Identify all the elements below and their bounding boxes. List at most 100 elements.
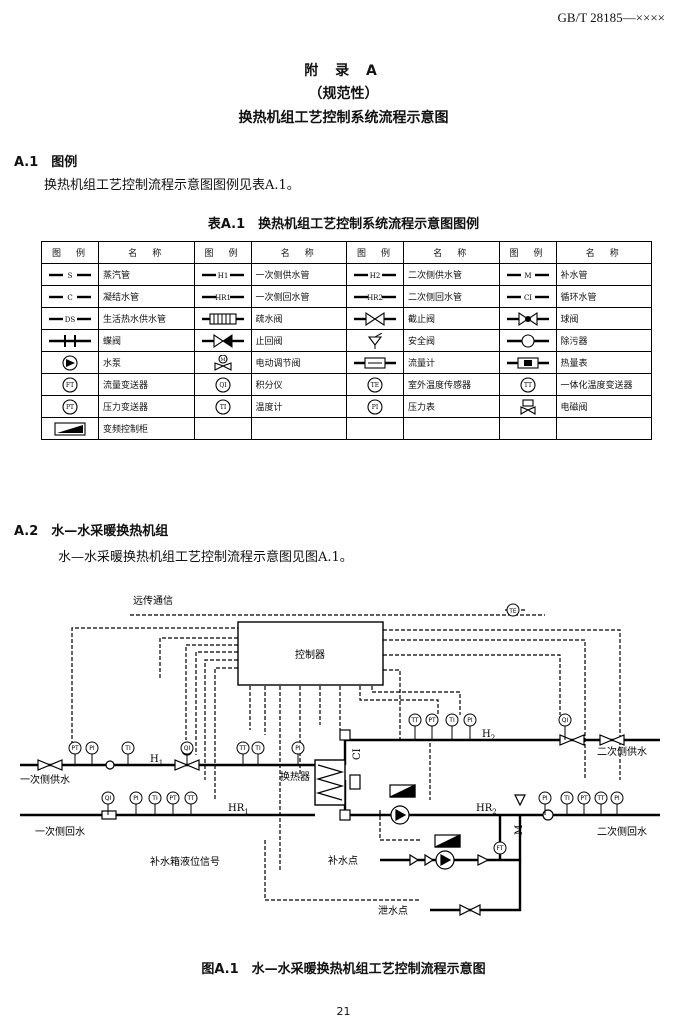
svg-text:QI: QI xyxy=(562,717,569,724)
legend-name: 生活热水供水管 xyxy=(98,307,195,330)
legend-symbol xyxy=(193,307,252,330)
svg-text:PI: PI xyxy=(542,795,548,802)
instrument-ft xyxy=(493,841,507,855)
instrument-ti xyxy=(121,741,135,755)
legend-symbol: QI xyxy=(193,373,252,396)
legend-row: 蝶阀止回阀安全阀除污器 xyxy=(41,329,652,352)
legend-name: 热量表 xyxy=(555,351,652,374)
legend-name xyxy=(555,417,652,440)
instrument-ti xyxy=(148,791,162,805)
legend-name: 二次侧回水管 xyxy=(403,285,500,308)
legend-name: 蒸汽管 xyxy=(98,263,195,286)
legend-symbol: HR2 xyxy=(346,285,404,308)
svg-text:C: C xyxy=(67,294,72,302)
svg-text:PI: PI xyxy=(133,795,139,802)
legend-name xyxy=(403,417,500,440)
svg-text:PT: PT xyxy=(428,717,436,724)
instrument-ti xyxy=(560,791,574,805)
svg-text:QI: QI xyxy=(219,382,227,389)
legend-symbol xyxy=(41,351,99,374)
legend-symbol: TE xyxy=(346,373,404,396)
svg-text:TI: TI xyxy=(124,745,131,752)
legend-name: 安全阀 xyxy=(403,329,500,352)
section-a2-text: 水—水采暖换热机组工艺控制流程示意图见图A.1。 xyxy=(58,550,353,565)
primary-supply-label: 一次侧供水 xyxy=(20,773,70,786)
svg-text:PT: PT xyxy=(66,404,74,411)
instrument-qi xyxy=(101,791,115,805)
instrument-pi xyxy=(129,791,143,805)
instrument-pt xyxy=(577,791,591,805)
svg-text:PI: PI xyxy=(614,795,620,802)
page-number: 21 xyxy=(336,1005,351,1018)
svg-text:TT: TT xyxy=(596,795,605,802)
secondary-return-label: 二次侧回水 xyxy=(597,825,647,838)
legend-symbol xyxy=(193,417,252,440)
instrument-ti xyxy=(251,741,265,755)
legend-symbol: H2 xyxy=(346,263,404,286)
legend-symbol xyxy=(346,307,404,330)
hr1-label: HR1 xyxy=(228,803,249,816)
legend-symbol: FT xyxy=(41,373,99,396)
svg-text:DS: DS xyxy=(65,316,76,324)
legend-symbol: M xyxy=(193,351,252,374)
drain-point-label: 泄水点 xyxy=(378,904,408,917)
instrument-ti xyxy=(445,713,459,727)
legend-name: 一体化温度变送器 xyxy=(555,373,652,396)
legend-symbol: TT xyxy=(498,373,557,396)
legend-symbol xyxy=(346,417,404,440)
motor-valve-h1 xyxy=(174,759,189,771)
legend-symbol: H1 xyxy=(193,263,252,286)
legend-symbol xyxy=(346,351,404,374)
svg-text:PI: PI xyxy=(467,717,473,724)
gate-valve-h1 xyxy=(37,759,52,771)
svg-text:TI: TI xyxy=(254,745,261,752)
legend-name: 蝶阀 xyxy=(98,329,195,352)
svg-text:PI: PI xyxy=(372,404,379,411)
figure-caption: 图A.1 水—水采暖换热机组工艺控制流程示意图 xyxy=(201,962,486,977)
hr2-label: HR2 xyxy=(476,803,497,816)
instrument-pi xyxy=(538,791,552,805)
legend-name: 电动调节阀 xyxy=(250,351,347,374)
section-a2-title: A.2 水—水采暖换热机组 xyxy=(14,524,169,539)
section-a1-title: A.1 图例 xyxy=(14,155,78,170)
instrument-pi xyxy=(291,741,305,755)
instrument-qi xyxy=(558,713,572,727)
legend-symbol: PI xyxy=(346,395,404,418)
legend-name: 二次侧供水管 xyxy=(403,263,500,286)
check-valve-makeup xyxy=(477,854,490,866)
check-valve-h1 xyxy=(105,760,115,770)
legend-name: 一次侧回水管 xyxy=(250,285,347,308)
svg-text:PT: PT xyxy=(580,795,588,802)
svg-text:S: S xyxy=(68,272,73,280)
svg-text:FT: FT xyxy=(66,382,74,389)
h2-label: H2 xyxy=(482,729,495,742)
legend-symbol: S xyxy=(41,263,99,286)
legend-header-symbol: 图 例 xyxy=(41,241,99,264)
legend-symbol xyxy=(498,351,557,374)
makeup-point-label: 补水点 xyxy=(328,854,358,867)
svg-text:PI: PI xyxy=(89,745,95,752)
svg-text:TI: TI xyxy=(448,717,455,724)
svg-text:TT: TT xyxy=(410,717,419,724)
ball-valve-hr1 xyxy=(101,810,117,820)
legend-symbol xyxy=(346,329,404,352)
legend-name: 流量变送器 xyxy=(98,373,195,396)
legend-name: 球阀 xyxy=(555,307,652,330)
legend-name: 电磁阀 xyxy=(555,395,652,418)
legend-name: 疏水阀 xyxy=(250,307,347,330)
svg-text:TT: TT xyxy=(238,745,247,752)
svg-text:TE: TE xyxy=(508,608,517,615)
outdoor-sensor-te xyxy=(506,603,520,617)
svg-text:CI: CI xyxy=(523,294,531,302)
legend-name: 变频控制柜 xyxy=(98,417,195,440)
svg-text:TI: TI xyxy=(563,795,570,802)
legend-symbol: CI xyxy=(498,285,557,308)
svg-text:PT: PT xyxy=(71,745,79,752)
instrument-pt xyxy=(68,741,82,755)
svg-text:TI: TI xyxy=(219,404,226,411)
section-a1-text: 换热机组工艺控制流程示意图图例见表A.1。 xyxy=(44,178,300,193)
